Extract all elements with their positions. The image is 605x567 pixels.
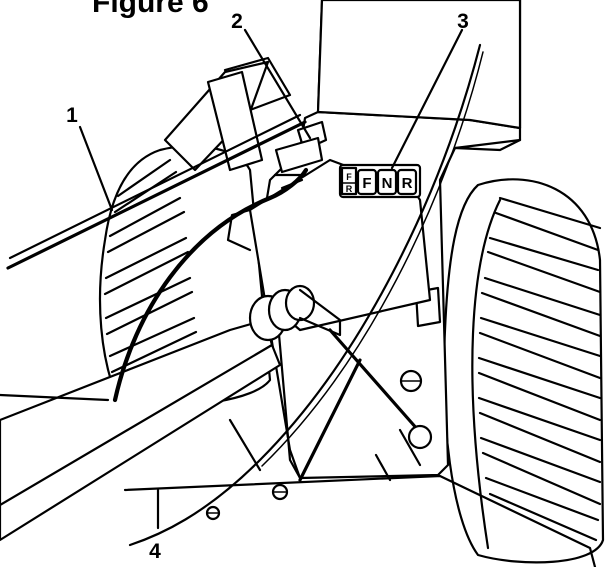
callout-1: 1: [66, 104, 78, 127]
leader-line-2: [243, 28, 312, 140]
lever-knob-icon: [407, 424, 433, 450]
cable-1: [6, 113, 307, 270]
decal-badge-bottom: R: [346, 184, 353, 194]
shift-lever: [298, 328, 433, 482]
callout-4: 4: [149, 540, 161, 563]
callout-2: 2: [231, 10, 243, 33]
pivot-boot: [248, 284, 342, 342]
gear-letter-r: R: [402, 175, 413, 192]
decal-badge-top: F: [346, 172, 352, 182]
cable-4: [128, 43, 484, 547]
leader-line-3: [390, 28, 464, 170]
figure-title: Figure 6: [92, 0, 209, 19]
gear-letter-n: N: [382, 175, 393, 192]
frame-lines: [0, 393, 597, 567]
leader-line-1: [78, 125, 114, 212]
right-wheel: [442, 178, 605, 564]
gear-letter-f: F: [362, 175, 371, 192]
callout-3: 3: [457, 10, 469, 33]
shift-pattern-decal: F R F N R: [338, 163, 422, 199]
